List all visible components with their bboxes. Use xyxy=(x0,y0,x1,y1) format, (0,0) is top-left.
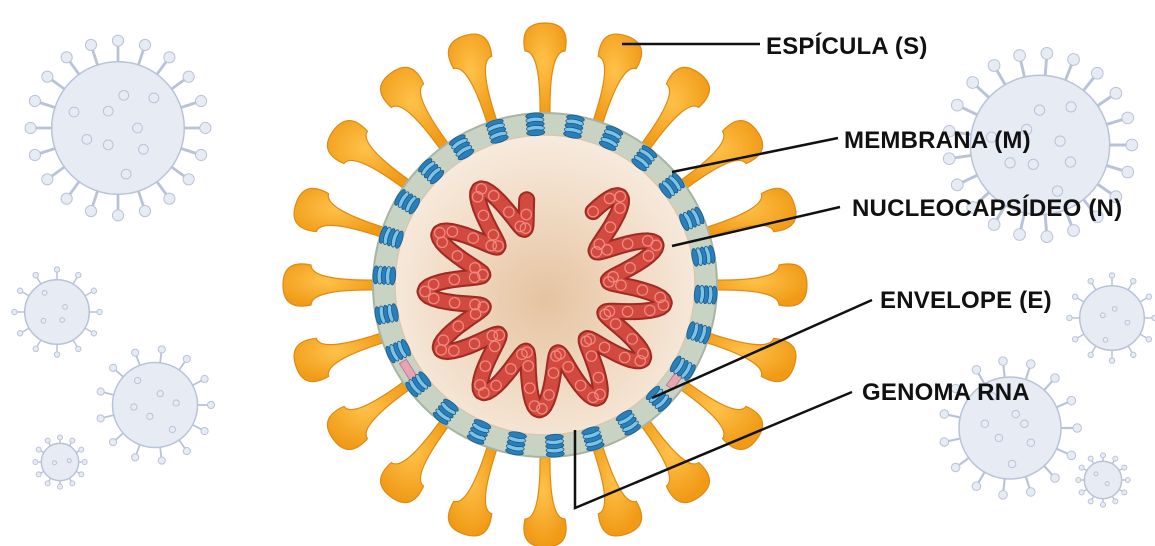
spike-protein xyxy=(294,332,387,381)
membrane-protein xyxy=(526,112,545,136)
spike-protein xyxy=(381,67,451,152)
spike-protein xyxy=(703,188,796,237)
coronavirus-virion xyxy=(283,23,807,546)
spike-protein xyxy=(592,34,641,127)
spike-protein xyxy=(448,34,497,127)
spike-protein xyxy=(381,418,451,503)
spike-protein xyxy=(640,418,710,503)
label-envelope: ENVELOPE (E) xyxy=(880,287,1052,314)
spike-protein xyxy=(294,188,387,237)
membrane-protein xyxy=(563,114,585,140)
background-virus xyxy=(1067,273,1155,364)
spike-protein xyxy=(524,23,566,117)
spike-protein xyxy=(713,264,807,306)
membrane-protein xyxy=(374,303,400,325)
background-virus xyxy=(97,346,215,464)
membrane-protein xyxy=(694,285,718,304)
label-genome: GENOMA RNA xyxy=(862,379,1030,406)
membrane-protein xyxy=(545,434,564,458)
spike-protein xyxy=(448,443,497,536)
background-virus xyxy=(25,35,211,221)
spike-protein xyxy=(327,380,412,450)
background-virus xyxy=(1076,453,1130,507)
membrane-protein xyxy=(372,266,396,285)
spike-protein xyxy=(678,380,763,450)
membrane-protein xyxy=(691,245,717,267)
spike-protein xyxy=(283,264,377,306)
label-spike: ESPÍCULA (S) xyxy=(766,32,928,60)
spike-protein xyxy=(327,121,412,191)
membrane-protein xyxy=(505,431,527,457)
background-virus xyxy=(33,435,87,489)
label-membrane: MEMBRANA (M) xyxy=(844,127,1031,154)
background-virus xyxy=(12,267,103,358)
spike-protein xyxy=(524,453,566,546)
spike-protein xyxy=(640,67,710,152)
label-nucleocapsid: NUCLEOCAPSÍDEO (N) xyxy=(852,194,1122,222)
